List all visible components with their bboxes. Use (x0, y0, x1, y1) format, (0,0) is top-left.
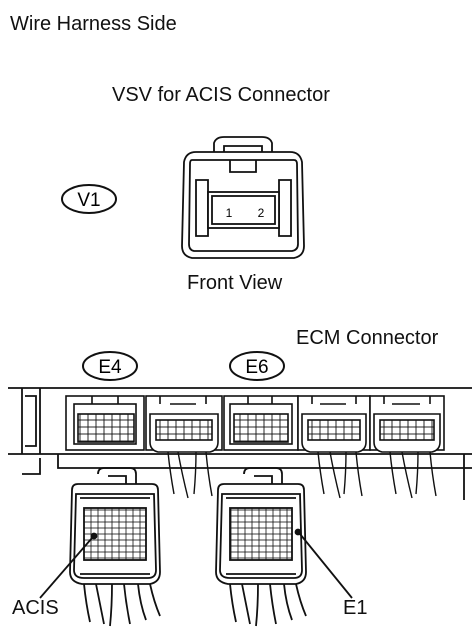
ecm-connector-title: ECM Connector (296, 327, 439, 349)
ecm-header-socket-4 (297, 395, 371, 453)
vsv-connector-title: VSV for ACIS Connector (112, 84, 330, 106)
v1-badge-label: V1 (77, 190, 100, 211)
e1-leader-line (299, 533, 353, 599)
header-wires (167, 451, 437, 499)
acis-leader-line (39, 537, 93, 599)
e6-harness-plug (215, 467, 307, 627)
e6-badge-label: E6 (245, 357, 268, 378)
e4-header-socket (65, 395, 145, 451)
acis-terminal-dot (90, 532, 98, 540)
e6-header-socket (223, 395, 299, 451)
front-view-label: Front View (187, 272, 283, 294)
e6-badge: E6 (229, 351, 285, 381)
e4-badge-label: E4 (98, 357, 122, 378)
vsv-connector (181, 136, 305, 259)
ecm-housing (8, 387, 472, 500)
vsv-pin-1: 1 (226, 206, 233, 220)
e1-terminal-label: E1 (343, 597, 368, 619)
leader-lines (39, 528, 353, 599)
ecm-header-socket-2 (145, 395, 223, 453)
acis-terminal-label: ACIS (12, 597, 59, 619)
ecm-header-sockets (65, 395, 445, 453)
vsv-pin-2: 2 (258, 206, 265, 220)
v1-badge: V1 (61, 184, 117, 214)
e1-terminal-dot (294, 528, 302, 536)
e4-badge: E4 (82, 351, 138, 381)
ecm-header-socket-5 (369, 395, 445, 453)
diagram-title: Wire Harness Side (10, 13, 177, 35)
e4-harness-plug (69, 467, 161, 627)
